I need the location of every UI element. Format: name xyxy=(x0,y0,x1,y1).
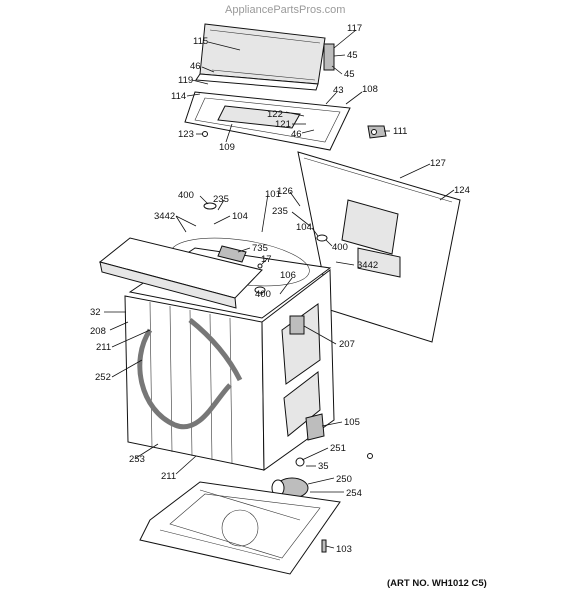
fill-hose xyxy=(188,318,243,382)
drain-hose xyxy=(137,328,232,430)
callout-35: 35 xyxy=(318,461,329,472)
pump-bracket xyxy=(305,413,325,441)
callout-211-upper: 211 xyxy=(96,342,111,353)
control-console xyxy=(98,237,263,309)
callout-32: 32 xyxy=(90,307,101,318)
cap-400a xyxy=(203,202,217,210)
callout-235-left: 235 xyxy=(213,194,229,205)
callout-3442-right: 3442 xyxy=(357,260,378,271)
label-127 xyxy=(357,247,401,278)
callout-250: 250 xyxy=(336,474,352,485)
water-valve xyxy=(289,315,305,335)
screw-17 xyxy=(257,263,263,269)
callout-101: 101 xyxy=(265,189,281,200)
cap-400c xyxy=(254,286,266,294)
callout-400-center: 400 xyxy=(255,289,271,300)
callout-103: 103 xyxy=(336,544,352,555)
callout-109: 109 xyxy=(219,142,235,153)
leader-lines xyxy=(104,29,455,549)
callout-735: 735 xyxy=(252,243,268,254)
callout-106: 106 xyxy=(280,270,296,281)
callout-111: 111 xyxy=(393,126,407,137)
art-number: (ART NO. WH1012 C5) xyxy=(387,578,487,589)
console-front xyxy=(99,261,237,309)
callout-235-right: 235 xyxy=(272,206,288,217)
callout-17: 17 xyxy=(261,254,272,265)
callout-124: 124 xyxy=(454,185,470,196)
lid-window xyxy=(217,105,301,129)
callout-400-right: 400 xyxy=(332,242,348,253)
callout-104-right: 104 xyxy=(296,222,312,233)
lid-edge xyxy=(195,73,319,91)
callout-122: 122 xyxy=(267,109,283,120)
side-recess-lower xyxy=(283,371,321,437)
callout-labels: 115 117 45 45 46 119 114 43 108 122 121 … xyxy=(90,23,470,555)
leveling-screw xyxy=(321,539,327,553)
callout-117: 117 xyxy=(347,23,362,34)
base-pan xyxy=(139,481,341,575)
callout-126: 126 xyxy=(277,186,293,197)
base xyxy=(139,481,341,575)
callout-211-lower: 211 xyxy=(161,471,176,482)
callout-46-left: 46 xyxy=(190,61,201,72)
callout-3442-left: 3442 xyxy=(154,211,175,222)
top-panel xyxy=(297,151,461,343)
callout-114: 114 xyxy=(171,91,186,102)
control-board xyxy=(217,245,247,263)
watermark: AppliancePartsPros.com xyxy=(225,4,345,16)
callout-121: 121 xyxy=(275,119,291,130)
callout-123: 123 xyxy=(178,129,194,140)
screw-251 xyxy=(367,453,373,459)
callout-253: 253 xyxy=(129,454,145,465)
callout-105: 105 xyxy=(344,417,360,428)
callout-252: 252 xyxy=(95,372,111,383)
label-panel xyxy=(341,199,399,255)
callout-400-top: 400 xyxy=(178,190,194,201)
callout-119: 119 xyxy=(178,75,193,86)
lid-assembly xyxy=(184,23,387,151)
callout-115: 115 xyxy=(193,36,208,47)
callout-251: 251 xyxy=(330,443,346,454)
callout-104-left: 104 xyxy=(232,211,248,222)
callout-207: 207 xyxy=(339,339,355,350)
lid-hinge xyxy=(323,43,335,71)
callout-208: 208 xyxy=(90,326,106,337)
callout-45-lower: 45 xyxy=(344,69,355,80)
cap-400b xyxy=(316,234,328,242)
callout-127: 127 xyxy=(430,158,446,169)
callout-43: 43 xyxy=(333,85,344,96)
callout-46-right: 46 xyxy=(291,129,302,140)
callout-254: 254 xyxy=(346,488,362,499)
callout-108: 108 xyxy=(362,84,378,95)
screw xyxy=(202,131,208,137)
callout-45-upper: 45 xyxy=(347,50,358,61)
